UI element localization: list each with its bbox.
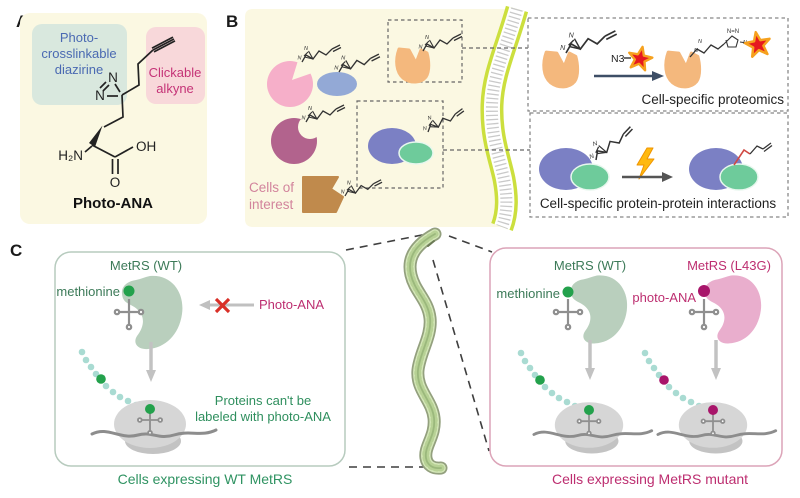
- panel-c-label: C: [10, 241, 22, 260]
- worm-illustration: [403, 227, 448, 475]
- methionine-dot: [123, 285, 135, 297]
- protein-brown: [302, 176, 383, 213]
- motif-n-atom: N: [698, 39, 702, 45]
- cell-membrane: [480, 5, 529, 232]
- compound-name: Photo-ANA: [73, 195, 153, 212]
- panel-b-label: B: [226, 12, 238, 31]
- methionine-label: methionine: [496, 286, 560, 301]
- hydroxyl-group: OH: [136, 139, 156, 154]
- carbonyl-o-atom: O: [110, 175, 121, 190]
- amine-group: H₂N: [58, 148, 83, 163]
- photo-ana-residue-dot: [708, 405, 718, 415]
- methionine-label: methionine: [56, 284, 120, 299]
- diazirine-callout-line: diazirine: [55, 62, 103, 77]
- photo-ana-dot: [698, 285, 710, 297]
- metrs-wt-label: MetRS (WT): [110, 258, 182, 273]
- proteomics-caption: Cell-specific proteomics: [641, 92, 784, 107]
- wt-box-caption: Cells expressing WT MetRS: [118, 471, 293, 487]
- motif-n-atom: N: [694, 48, 698, 54]
- crosslink-bond: [733, 148, 751, 166]
- methionine-dot: [562, 286, 574, 298]
- alkyne-callout-line: alkyne: [156, 81, 194, 96]
- mutant-cells-box: MetRS (WT) methionine MetRS (L43G) photo…: [489, 247, 783, 467]
- proteomics-box: N3 N N N=N N Cell-specific proteomics: [527, 17, 789, 112]
- triazole-ring: [723, 35, 739, 48]
- photo-ana-residue-dot: [659, 375, 669, 385]
- diazirine-callout-line: crosslinkable: [41, 46, 116, 61]
- lightning-icon: [636, 147, 655, 180]
- protein-blue: [317, 53, 381, 96]
- diazirine-callout-line: Photo-: [60, 30, 98, 45]
- cells-of-interest-line: Cells of: [249, 180, 294, 195]
- highlight-box-protein-pair: [356, 100, 444, 189]
- protein-crescent: [271, 104, 346, 164]
- methionine-residue-dot: [145, 404, 155, 414]
- wt-cells-box: MetRS (WT) methionine Photo-ANA Proteins…: [54, 251, 346, 467]
- tagged-protein: [542, 50, 580, 89]
- zoom-dashed-lines: [345, 233, 493, 468]
- blocked-photo-ana: Photo-ANA: [199, 297, 324, 314]
- photo-ana-label: photo-ANA: [632, 290, 696, 305]
- protein-green-crosslinked: [719, 163, 759, 191]
- photo-ana-label: Photo-ANA: [259, 297, 324, 312]
- methionine-residue-dot: [535, 375, 545, 385]
- azide-label: N3: [611, 53, 625, 65]
- protein-pair-purple-green: [368, 107, 468, 165]
- methionine-residue-dot: [584, 405, 594, 415]
- highlight-box-single-protein: [387, 19, 463, 83]
- mutant-box-caption: Cells expressing MetRS mutant: [552, 471, 748, 487]
- labeled-protein: [664, 50, 702, 89]
- protein-green: [570, 163, 610, 191]
- diazirine-n-atom: N: [95, 88, 105, 103]
- ppi-caption: Cell-specific protein-protein interactio…: [540, 196, 777, 211]
- panel-b-background: [245, 9, 517, 227]
- metrs-l43g-label: MetRS (L43G): [687, 258, 771, 273]
- metrs-wt-label: MetRS (WT): [554, 258, 626, 273]
- ppi-box: Cell-specific protein-protein interactio…: [529, 112, 789, 218]
- note-line: Proteins can't be: [215, 393, 311, 408]
- note-line: labeled with photo-ANA: [195, 409, 331, 424]
- alkyne-callout-line: Clickable: [149, 65, 202, 80]
- protein-pink: [267, 44, 342, 107]
- photo-ana-structure: [84, 36, 176, 174]
- triazole-label: N=N: [727, 29, 739, 35]
- methionine-residue-dot: [96, 374, 106, 384]
- cells-of-interest-line: interest: [249, 197, 294, 212]
- diazirine-n-atom: N: [108, 70, 118, 85]
